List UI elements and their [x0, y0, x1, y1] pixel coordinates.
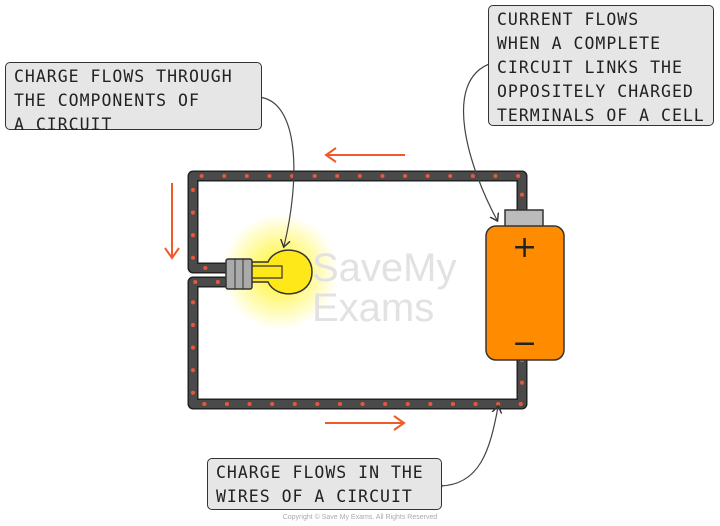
positive-sign: + [512, 230, 538, 265]
label-line: WIRES OF A CIRCUIT [216, 487, 413, 506]
label-line: CHARGE FLOWS THROUGH [14, 67, 233, 86]
label-line: OPPOSITELY CHARGED [497, 82, 694, 101]
label-cell: CURRENT FLOWS WHEN A COMPLETE CIRCUIT LI… [488, 5, 714, 126]
pointer-components [257, 96, 295, 246]
charges [191, 174, 524, 406]
battery-cell [485, 209, 565, 361]
label-wires: CHARGE FLOWS IN THE WIRES OF A CIRCUIT [207, 458, 442, 510]
copyright: Copyright © Save My Exams. All Rights Re… [282, 514, 438, 521]
pointer-wires [439, 407, 498, 487]
label-line: TERMINALS OF A CELL [497, 106, 705, 125]
pointer-cell [462, 62, 497, 220]
current-arrow-down [164, 183, 180, 260]
current-arrow-left [324, 147, 405, 163]
bulb-socket [225, 258, 253, 290]
label-line: CIRCUIT LINKS THE [497, 58, 683, 77]
label-line: A CIRCUIT [14, 115, 113, 134]
watermark-line: Exams [312, 286, 435, 330]
label-line: CHARGE FLOWS IN THE [216, 463, 424, 482]
current-arrow-right [325, 415, 406, 431]
negative-sign: − [512, 326, 538, 361]
label-line: THE COMPONENTS OF [14, 91, 200, 110]
light-bulb [225, 249, 313, 295]
label-components: CHARGE FLOWS THROUGH THE COMPONENTS OF A… [5, 62, 262, 134]
label-line: CURRENT FLOWS [497, 10, 640, 29]
wire [187, 170, 528, 410]
watermark-line: SaveMy [312, 246, 457, 290]
label-line: WHEN A COMPLETE [497, 34, 662, 53]
